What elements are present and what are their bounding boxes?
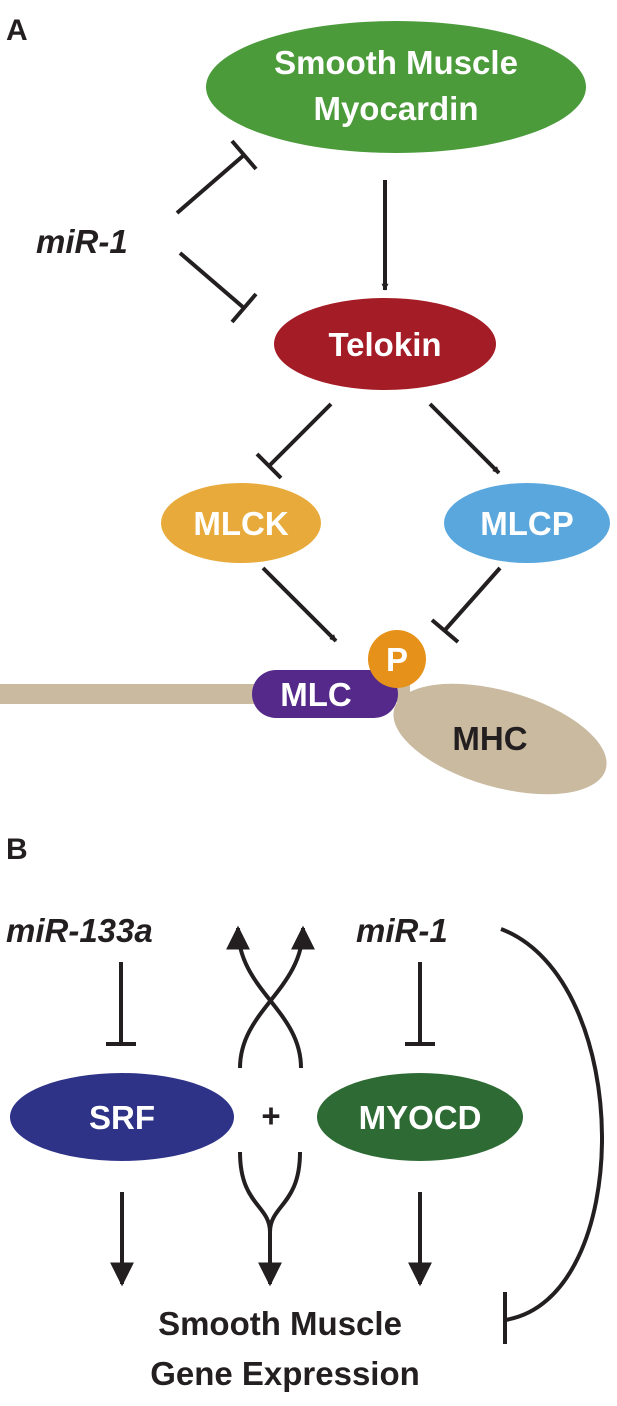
srf-label: SRF [89, 1099, 155, 1136]
mlc-node: MLC [252, 670, 398, 718]
phosphate-label: P [386, 641, 408, 678]
srf-node: SRF [10, 1073, 234, 1161]
mir133a-inhibits-srf [106, 962, 136, 1046]
mlck-label: MLCK [193, 505, 288, 542]
mir1-label-b: miR-1 [356, 912, 448, 949]
mhc-label: MHC [452, 720, 527, 757]
mlc-label: MLC [280, 676, 351, 713]
myocardin-label-line2: Myocardin [313, 90, 478, 127]
srf-myocd-combined-arrow [238, 1151, 302, 1284]
myocardin-label-line1: Smooth Muscle [274, 44, 518, 81]
myosin-filament [0, 684, 270, 704]
mlck-to-mlc-arrow [261, 566, 338, 643]
mir1-inhibits-myocd [405, 962, 435, 1046]
mlcp-label: MLCP [480, 505, 574, 542]
telokin-label: Telokin [328, 326, 441, 363]
myocd-node: MYOCD [317, 1073, 523, 1161]
mir1-inhibits-telokin [178, 251, 258, 324]
mir1-inhibits-myocardin [175, 139, 258, 215]
plus-sign: + [261, 1097, 280, 1134]
mir133a-label: miR-133a [6, 912, 153, 949]
telokin-inhibits-mlck [255, 402, 333, 480]
srf-myocd-crossing-arrow-right [238, 925, 315, 1069]
phosphate-node: P [368, 630, 426, 688]
myocardin-node: Smooth Muscle Myocardin [206, 21, 586, 153]
mhc-node: MHC [393, 683, 607, 795]
mir1-label-a: miR-1 [36, 223, 128, 260]
myocd-label: MYOCD [359, 1099, 482, 1136]
expression-label-line2: Gene Expression [150, 1355, 420, 1392]
mlcp-node: MLCP [444, 483, 610, 563]
telokin-to-mlcp-arrow [428, 402, 501, 475]
expression-label-line1: Smooth Muscle [158, 1305, 402, 1342]
mlcp-inhibits-phospho [430, 566, 502, 644]
panel-b-label: B [6, 833, 28, 866]
panel-a-label: A [6, 14, 28, 47]
expression-inhibits-mir1-feedback [500, 927, 604, 1344]
mlck-node: MLCK [161, 483, 321, 563]
srf-myocd-crossing-arrow-left [226, 925, 303, 1069]
telokin-node: Telokin [274, 298, 496, 390]
